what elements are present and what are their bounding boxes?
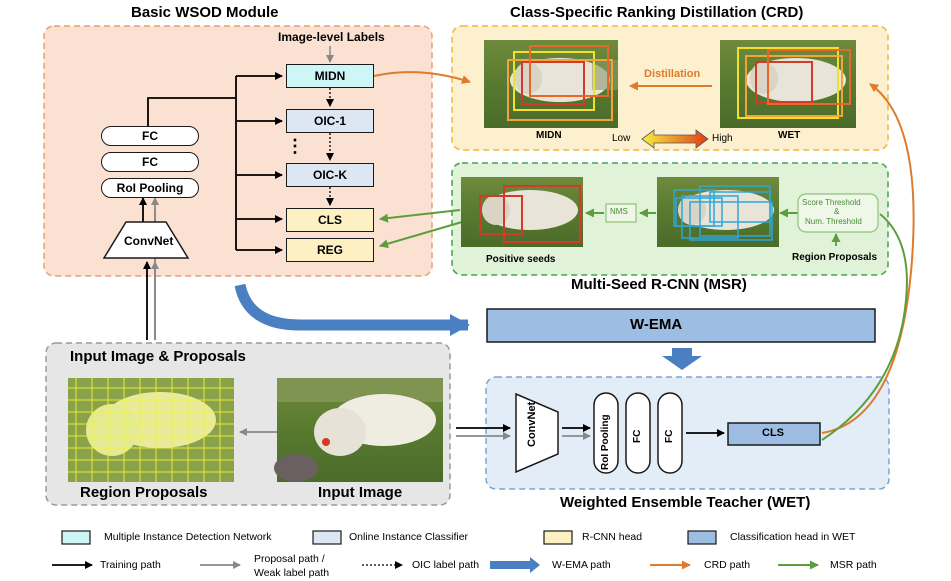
wet-cls-label: CLS [762,427,784,439]
wema-down-arrow [662,348,702,370]
positive-seeds-label: Positive seeds [486,254,556,265]
msr-region-proposals-label: Region Proposals [792,252,878,263]
oic-dots: ⋮ [286,136,304,156]
score-threshold-line1: Score Threshold [802,198,861,207]
wet-convnet-shape [515,392,559,474]
basic-convnet-shape [102,221,190,259]
legend-wet-cls-head: Classification head in WET [730,531,856,543]
msr-title: Multi-Seed R-CNN (MSR) [571,276,747,293]
high-label: High [712,133,733,144]
low-label: Low [612,133,631,144]
legend-wema-path: W-EMA path [552,559,611,571]
nms-label: NMS [610,207,628,216]
score-threshold-line2: & [834,207,840,216]
wet-roi-pooling-label: RoI Pooling [600,414,611,470]
oick-box: OIC-K [286,163,374,187]
legend-crd-path: CRD path [704,559,751,571]
wet-fc2-label: FC [664,429,675,443]
legend-weak-label-path: Weak label path [254,567,330,579]
legend-oic: Online Instance Classifier [349,531,469,543]
msr-region-proposals-photo [657,177,779,247]
wema-label: W-EMA [630,316,683,333]
legend-msr-path: MSR path [830,559,877,571]
score-threshold-line3: Num. Threshold [805,217,862,226]
crd-wet-photo [720,40,856,128]
basic-module-title: Basic WSOD Module [131,4,279,21]
crd-midn-photo [484,40,618,128]
basic-fc2-box: FC [101,152,199,172]
crd-wet-label: WET [778,130,801,141]
distillation-label: Distillation [644,68,701,80]
legend-oic-label-path: OIC label path [412,559,480,571]
basic-roi-pooling-box: RoI Pooling [101,178,199,198]
legend-rcnn-head: R-CNN head [582,531,643,543]
crd-title: Class-Specific Ranking Distillation (CRD… [510,4,804,21]
input-image-photo [274,378,443,482]
input-image-label: Input Image [318,484,403,501]
input-region-proposals-label: Region Proposals [80,484,208,501]
legend-midn: Multiple Instance Detection Network [104,531,272,543]
wema-path-arrow [234,283,470,336]
oic1-box: OIC-1 [286,109,374,133]
input-title: Input Image & Proposals [70,348,246,365]
wet-convnet-text: ConvNet [526,401,538,447]
crd-wet-curve [821,83,915,434]
wet-title: Weighted Ensemble Teacher (WET) [560,494,811,511]
reg-box: REG [286,238,374,262]
low-high-gradient-arrow [641,129,709,149]
basic-fc1-box: FC [101,126,199,146]
msr-path-curve [821,213,908,441]
wema-box [486,308,876,343]
crd-path-arrow [373,71,471,84]
legend-proposal-path: Proposal path / [254,553,325,565]
msr-positive-seeds-photo [461,177,583,247]
image-level-labels: Image-level Labels [278,30,385,44]
input-region-proposals-photo [68,378,234,482]
crd-midn-label: MIDN [536,130,562,141]
legend-training-path: Training path [100,559,161,571]
cls-box: CLS [286,208,374,232]
midn-box: MIDN [286,64,374,88]
basic-convnet-label: ConvNet [124,234,174,248]
wet-fc1-label: FC [632,429,643,443]
